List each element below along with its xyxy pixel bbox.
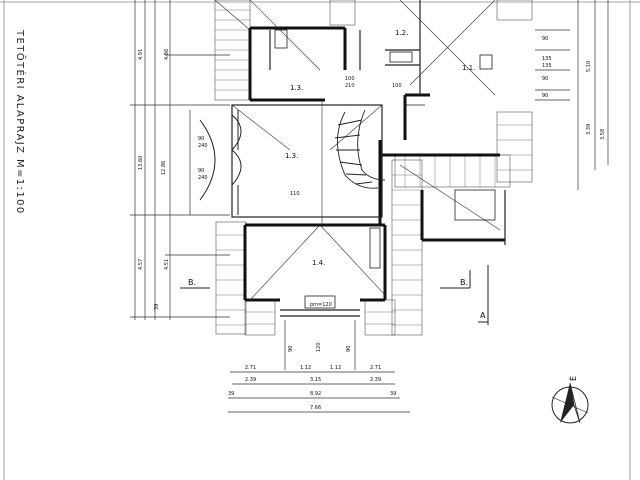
svg-text:4.91: 4.91 [138,49,144,60]
svg-text:2.71: 2.71 [245,365,256,371]
walls [243,26,505,302]
window-label: 240 [198,143,208,149]
svg-text:2.39: 2.39 [245,377,256,383]
svg-text:5.10: 5.10 [586,61,592,72]
window-label: 240 [198,175,208,181]
bottom-dimension-text: 2.71 1.12 1.12 2.71 2.39 3.15 2.39 39 8.… [228,365,396,411]
svg-text:12.86: 12.86 [161,161,167,175]
roof-diagonals [214,0,501,301]
svg-text:3.58: 3.58 [600,129,606,140]
door-label: 110 [290,191,300,197]
bay-windows [199,110,242,215]
svg-text:90: 90 [542,93,548,99]
north-arrow-icon: É [551,376,589,424]
svg-text:90: 90 [542,76,548,82]
room-label-1-3: 1.3. [285,152,298,160]
north-label: É [567,376,578,381]
svg-text:39: 39 [228,391,234,397]
svg-text:135: 135 [542,63,552,69]
room-label-1-3-upper: 1.3. [290,84,303,92]
room-label-1-4: 1.4. [312,259,325,267]
window-label: pm=120 [310,302,332,308]
svg-text:39: 39 [390,391,396,397]
svg-text:7.66: 7.66 [310,405,321,411]
svg-text:90: 90 [288,346,294,352]
left-dimension-lines [130,0,230,320]
section-mark-b-right: B. [460,278,468,287]
right-dimension-lines [535,0,609,190]
svg-text:4.51: 4.51 [164,259,170,270]
door-label: 100 [345,76,355,82]
svg-text:2.39: 2.39 [370,377,381,383]
right-dimension-text: 90 135 90 135 90 5.10 3.39 3.58 [542,36,606,140]
window-label: 90 [198,168,204,174]
left-dimension-text: 4.91 4.86 13.60 12.86 4.57 4.51 39 [138,49,170,310]
svg-text:1.12: 1.12 [300,365,311,371]
svg-text:135: 135 [542,56,552,62]
section-mark-a: A [480,311,486,320]
svg-text:13.60: 13.60 [138,156,144,170]
svg-text:39: 39 [154,304,160,310]
staircase [334,109,386,189]
svg-text:8.92: 8.92 [310,391,321,397]
door-label: 210 [345,83,355,89]
svg-text:90: 90 [542,36,548,42]
svg-text:3.39: 3.39 [586,124,592,135]
section-mark-b-left: B. [188,278,196,287]
fixtures [274,29,496,309]
svg-text:120: 120 [316,342,322,352]
bottom-small-dims: 90 120 90 [288,342,352,352]
bottom-dimension-lines [228,320,410,413]
thin-walls [231,0,506,317]
room-label-1-2: 1.2. [395,29,408,37]
drawing-title: TETŐTÉRI ALAPRAJZ M=1:100 [14,30,25,215]
roof-tiles [214,0,533,336]
svg-text:3.15: 3.15 [310,377,321,383]
svg-text:90: 90 [346,346,352,352]
svg-text:4.57: 4.57 [138,259,144,270]
tile-hatching [215,9,532,326]
door-label: 100 [392,83,402,89]
svg-text:1.12: 1.12 [330,365,341,371]
svg-text:4.86: 4.86 [164,49,170,60]
window-label: 90 [198,136,204,142]
section-lines [180,265,489,325]
svg-text:2.71: 2.71 [370,365,381,371]
room-label-1-1: 1.1. [462,64,475,72]
